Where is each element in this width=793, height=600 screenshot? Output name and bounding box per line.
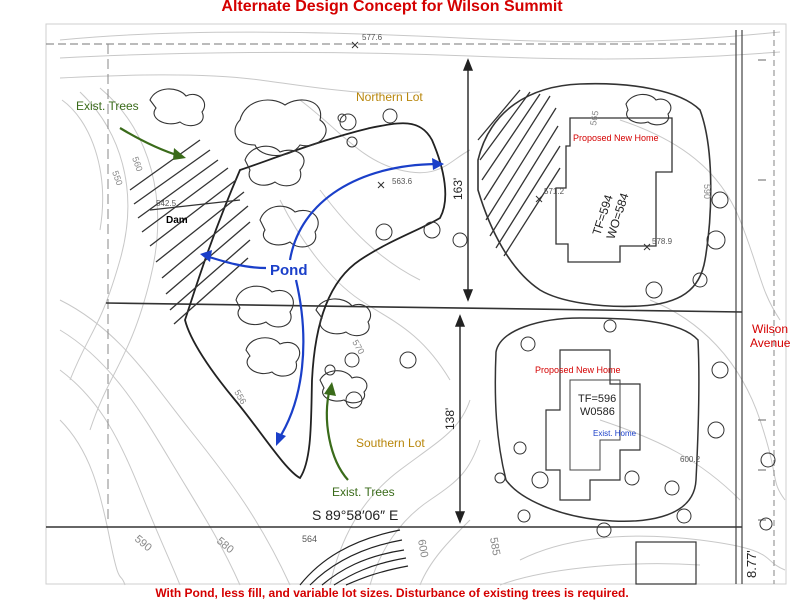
contour-label-590-mid: 590 (702, 184, 712, 199)
adjacent-building (635, 541, 697, 585)
spot-marks (351, 41, 651, 251)
contour-label-585: 585 (487, 536, 502, 556)
pond-label: Pond (270, 262, 308, 279)
dimension-lines (454, 58, 474, 524)
north-lot-depth: 163' (451, 178, 465, 200)
lot-division-line (105, 302, 743, 313)
wilson-avenue-line2: Avenue (750, 336, 791, 350)
north-proposed-home-label: Proposed New Home (573, 133, 659, 143)
contour-label-550: 550 (110, 169, 125, 187)
spot-elev-dam: 542.5 (156, 199, 177, 208)
south-lot-depth: 138' (443, 408, 457, 430)
spot-elev-north-right: 578.9 (652, 237, 673, 246)
south-lot-grading-outline (494, 317, 700, 522)
southern-lot-label: Southern Lot (356, 436, 425, 450)
pond-arrowheads (200, 158, 444, 446)
tree-arrowheads (173, 148, 336, 396)
pond-arrow-right (288, 162, 437, 261)
plan-sheet-edge (45, 23, 787, 585)
tree-arrow-bottom (325, 387, 349, 481)
spot-elev-top: 577.6 (362, 33, 383, 42)
spot-elev-south-right: 600.2 (680, 455, 701, 464)
exist-home-label: Exist. Home (593, 429, 637, 438)
tree-canopies (149, 88, 672, 404)
dam-label: Dam (166, 215, 188, 226)
contour-label-600: 600 (415, 538, 430, 558)
exist-trees-top-label: Exist. Trees (76, 99, 139, 113)
north-lot-grading-outline (477, 82, 712, 308)
existing-home-footprint (569, 379, 621, 471)
exist-trees-bottom-label: Exist. Trees (332, 485, 395, 499)
pond-arrows (205, 162, 437, 441)
contour-label-560: 560 (130, 155, 145, 173)
frontage-label: 8.77' (744, 550, 759, 578)
spot-elev-pond: 563.6 (392, 177, 413, 186)
grading-hatching (477, 89, 561, 257)
steep-contours (299, 529, 409, 586)
northern-lot-label: Northern Lot (356, 90, 423, 104)
road-lines (735, 30, 775, 584)
page-title: Alternate Design Concept for Wilson Summ… (221, 0, 563, 15)
north-home-footprint (555, 117, 673, 263)
spot-elev-north-left: 571.2 (544, 187, 565, 196)
pond-arrow-left (205, 254, 267, 270)
contour-label-565: 565 (588, 110, 600, 127)
contour-label-564: 564 (302, 534, 317, 544)
caption: With Pond, less fill, and variable lot s… (155, 586, 628, 600)
tree-symbols (324, 108, 776, 538)
bearing-label: S 89°58′06″ E (312, 507, 398, 523)
pond-outline (184, 122, 447, 480)
south-home-tf: TF=596 (578, 393, 616, 405)
south-home-wo: W0586 (580, 406, 615, 418)
wilson-avenue-line1: Wilson (752, 322, 788, 336)
pond-arrow-down (277, 279, 305, 441)
south-proposed-home-label: Proposed New Home (535, 365, 621, 375)
